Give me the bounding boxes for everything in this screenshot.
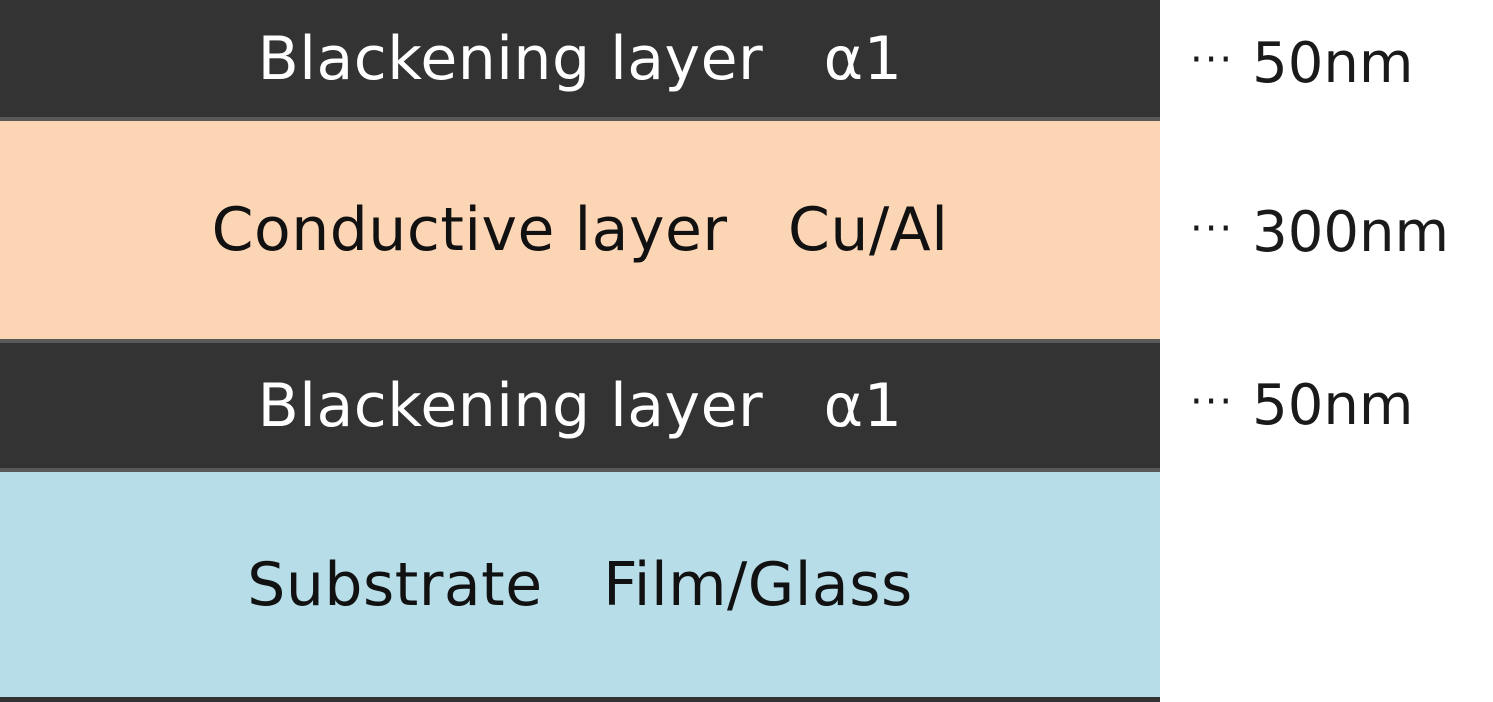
layer-stack: Blackening layer α1 Conductive layer Cu/… (0, 0, 1160, 702)
thickness-value: 300nm (1252, 200, 1450, 265)
layer-substrate: Substrate Film/Glass (0, 472, 1160, 697)
leader-dots: ··· (1190, 37, 1235, 83)
layer-divider-bottom (0, 697, 1160, 702)
layer-divider (0, 468, 1160, 472)
layer-blackening-bottom: Blackening layer α1 (0, 343, 1160, 468)
layer-divider (0, 117, 1160, 121)
layer-divider (0, 339, 1160, 343)
thickness-label-blackening-bottom: ··· 50nm (1190, 378, 1413, 434)
layer-label: Blackening layer α1 (257, 23, 903, 94)
leader-dots: ··· (1190, 379, 1235, 425)
layer-label: Blackening layer α1 (257, 370, 903, 441)
layer-blackening-top: Blackening layer α1 (0, 0, 1160, 117)
thickness-label-blackening-top: ··· 50nm (1190, 36, 1413, 92)
layer-label: Conductive layer Cu/Al (211, 195, 949, 265)
thickness-label-conductive: ··· 300nm (1190, 205, 1449, 261)
layer-label: Substrate Film/Glass (247, 549, 913, 620)
leader-dots: ··· (1190, 206, 1235, 252)
thickness-value: 50nm (1252, 31, 1414, 96)
thickness-value: 50nm (1252, 373, 1414, 438)
layer-conductive: Conductive layer Cu/Al (0, 121, 1160, 339)
